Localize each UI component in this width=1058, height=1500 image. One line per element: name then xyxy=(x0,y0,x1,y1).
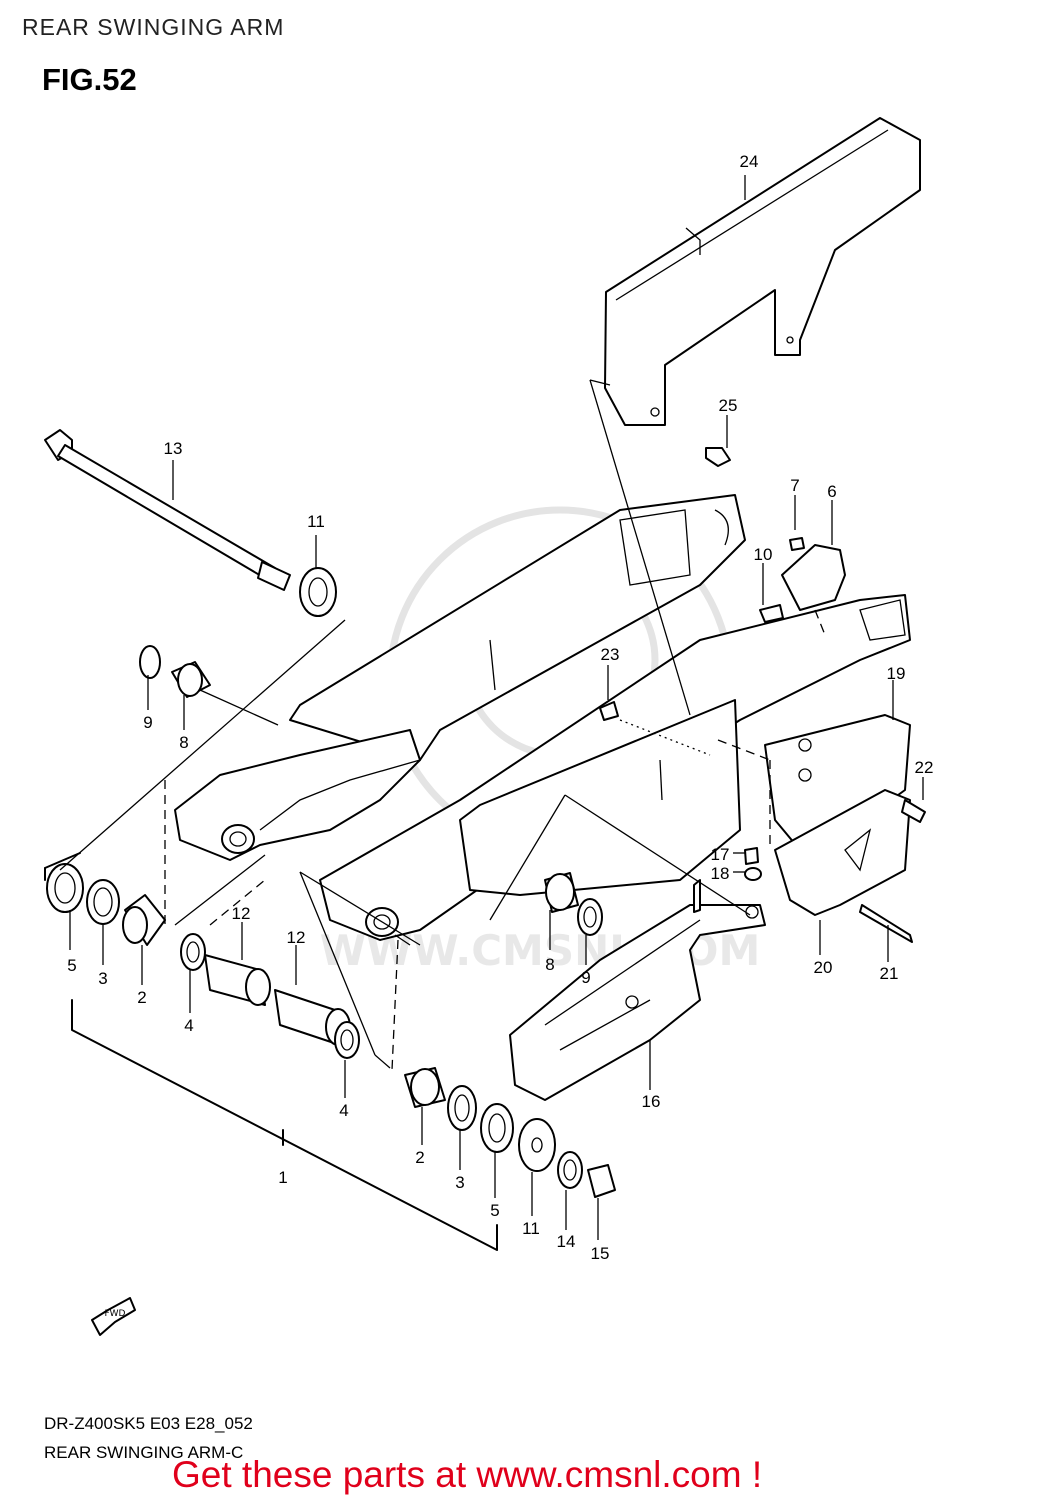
diagram-name: REAR SWINGING ARM-C xyxy=(44,1443,244,1462)
part-label: 3 xyxy=(455,1173,464,1192)
part-label: 23 xyxy=(601,645,620,664)
part-label: 12 xyxy=(232,904,251,923)
right-bushing-stack xyxy=(404,872,616,1198)
chain-cover-part xyxy=(604,117,921,426)
part-label: 8 xyxy=(545,955,554,974)
part-label: 7 xyxy=(790,476,799,495)
part-label: 12 xyxy=(287,928,306,947)
part-label: 4 xyxy=(184,1016,193,1035)
part-label: 17 xyxy=(711,845,730,864)
part-label: 18 xyxy=(711,864,730,883)
part-label: 11 xyxy=(522,1219,540,1238)
part-label: 9 xyxy=(581,968,590,987)
part-label: 3 xyxy=(98,969,107,988)
part-label: 2 xyxy=(415,1148,424,1167)
part-label: 24 xyxy=(740,152,759,171)
part-label: 4 xyxy=(339,1101,348,1120)
swingarm-part xyxy=(174,494,911,941)
figure-number: FIG.52 xyxy=(42,62,137,97)
part-label: 20 xyxy=(814,958,833,977)
part-label: 14 xyxy=(557,1232,576,1251)
part-number-labels: 1 2 2 3 3 4 4 5 5 6 7 8 8 9 9 10 11 11 1… xyxy=(67,152,933,1263)
bracket-and-bolts xyxy=(599,447,926,943)
upper-bushing-parts xyxy=(139,567,337,698)
svg-text:FWD: FWD xyxy=(104,1309,125,1319)
part-label: 1 xyxy=(278,1168,287,1187)
forward-direction-icon: FWD xyxy=(91,1297,136,1336)
chain-slider-part xyxy=(509,879,766,1101)
part-label: 11 xyxy=(307,512,325,531)
pivot-shaft-part xyxy=(44,429,291,591)
part-label: 8 xyxy=(179,733,188,752)
part-label: 10 xyxy=(754,545,773,564)
part-label: 15 xyxy=(591,1244,610,1263)
leader-lines xyxy=(44,175,924,1251)
promo-link[interactable]: Get these parts at www.cmsnl.com ! xyxy=(172,1454,763,1495)
part-label: 19 xyxy=(887,664,906,683)
part-label: 5 xyxy=(67,956,76,975)
part-label: 6 xyxy=(827,482,836,501)
part-label: 16 xyxy=(642,1092,661,1111)
part-label: 22 xyxy=(915,758,934,777)
chain-guide-part xyxy=(764,714,911,916)
left-bushing-stack xyxy=(46,863,360,1059)
page-title: REAR SWINGING ARM xyxy=(22,14,285,40)
model-code: DR-Z400SK5 E03 E28_052 xyxy=(44,1414,253,1433)
part-label: 2 xyxy=(137,988,146,1007)
part-label: 5 xyxy=(490,1201,499,1220)
part-label: 13 xyxy=(164,439,183,458)
part-label: 25 xyxy=(719,396,738,415)
part-label: 9 xyxy=(143,713,152,732)
part-label: 21 xyxy=(880,964,899,983)
